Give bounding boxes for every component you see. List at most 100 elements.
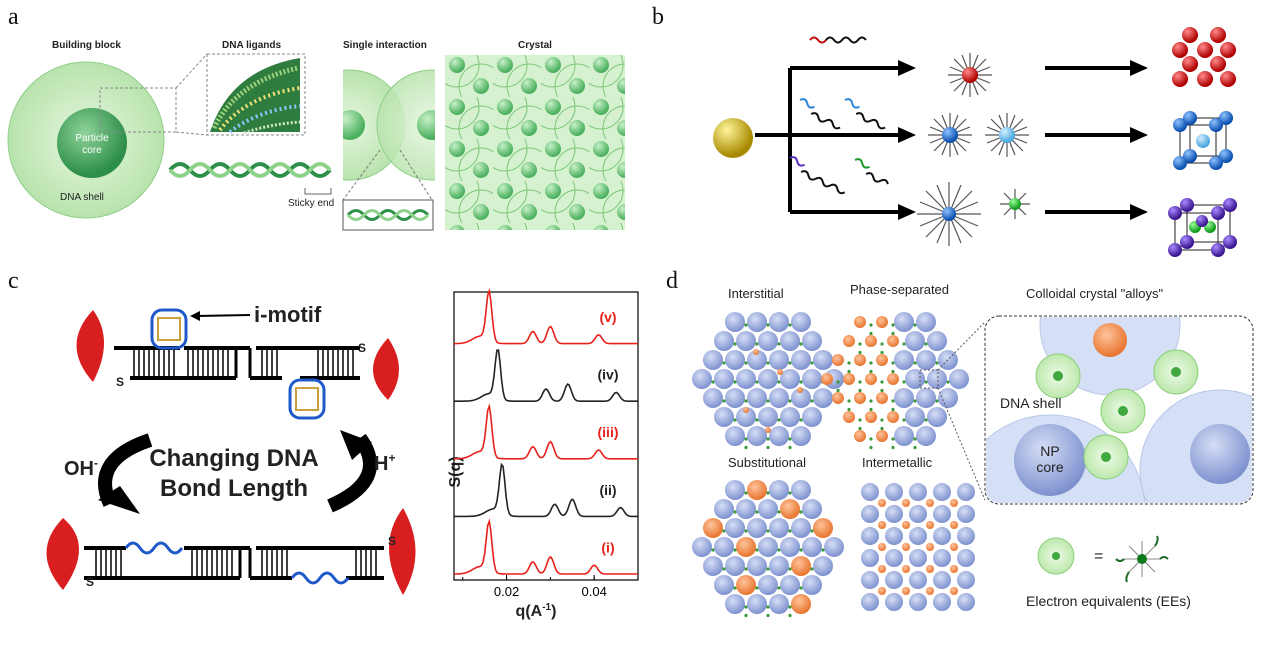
orange-particle bbox=[703, 518, 723, 538]
ee-dot bbox=[880, 350, 884, 355]
ee-dot bbox=[891, 437, 895, 441]
np-particle bbox=[813, 556, 833, 576]
ee-dot bbox=[744, 613, 748, 618]
np-particle bbox=[769, 426, 789, 446]
orange-particle bbox=[950, 521, 958, 529]
np-particle bbox=[909, 527, 927, 545]
np-particle bbox=[894, 426, 914, 446]
ee-dot bbox=[777, 510, 781, 514]
ee-dot bbox=[722, 399, 726, 403]
zoom-box bbox=[99, 87, 177, 133]
ee-dot bbox=[744, 361, 748, 365]
orange-particle bbox=[950, 543, 958, 551]
ee-dot bbox=[880, 426, 884, 431]
h-label: H+ bbox=[374, 451, 395, 475]
ee-dot bbox=[891, 445, 895, 450]
ee-dot bbox=[722, 361, 726, 365]
np-particle bbox=[861, 593, 879, 611]
orange-particle bbox=[736, 537, 756, 557]
np-particle bbox=[725, 594, 745, 614]
ee-dot bbox=[821, 548, 825, 552]
oh-label: OH- bbox=[64, 456, 98, 480]
ee-dot bbox=[891, 369, 895, 374]
ee-dot bbox=[766, 399, 770, 403]
ee-dot bbox=[788, 567, 792, 571]
blue-lattice bbox=[1173, 111, 1233, 170]
np-particle bbox=[736, 499, 756, 519]
np-particle bbox=[957, 549, 975, 567]
curve-2 bbox=[454, 462, 638, 518]
gold-surface-top-right bbox=[373, 338, 399, 400]
np-particle bbox=[758, 407, 778, 427]
ee-dot bbox=[869, 407, 873, 412]
np-particle bbox=[758, 369, 778, 389]
ee-dot bbox=[755, 380, 759, 384]
ee-dot bbox=[847, 361, 851, 365]
unfolded-strand-1 bbox=[124, 541, 184, 555]
panel-d: Interstitial Phase-separated Colloidal c… bbox=[692, 282, 1254, 618]
np-particle bbox=[927, 407, 947, 427]
dna-shell-label: DNA shell bbox=[60, 192, 104, 203]
ee-dot bbox=[711, 380, 715, 384]
chart-ylabel: S(q) bbox=[447, 456, 464, 487]
np-particle bbox=[791, 518, 811, 538]
x-tick-label: 0.02 bbox=[494, 584, 519, 599]
np-particle bbox=[885, 527, 903, 545]
orange-particle bbox=[878, 587, 886, 595]
ee-dot bbox=[777, 342, 781, 346]
ee-dot bbox=[788, 323, 792, 327]
ee-dot bbox=[755, 586, 759, 590]
np-particle bbox=[791, 388, 811, 408]
ee-dot bbox=[766, 445, 770, 450]
ee-dot bbox=[880, 342, 884, 346]
np-particle bbox=[802, 499, 822, 519]
np-particle bbox=[725, 518, 745, 538]
ee-dot bbox=[869, 399, 873, 403]
np-particle bbox=[747, 350, 767, 370]
ee-dot bbox=[788, 613, 792, 618]
np-particle bbox=[758, 331, 778, 351]
np-particle bbox=[758, 537, 778, 557]
np-particle bbox=[714, 575, 734, 595]
ee-dot bbox=[869, 323, 873, 327]
ee-dot bbox=[733, 586, 737, 590]
header-building-block: Building block bbox=[52, 40, 121, 51]
s-label-top-right: S bbox=[358, 341, 366, 355]
np-particle bbox=[780, 407, 800, 427]
orange-particle bbox=[865, 373, 877, 385]
orange-particle bbox=[926, 565, 934, 573]
ee-dot bbox=[766, 613, 770, 618]
np-particle bbox=[747, 388, 767, 408]
ee-dot bbox=[788, 399, 792, 403]
ee-dot bbox=[744, 323, 748, 327]
ee-dot bbox=[777, 548, 781, 552]
np-particle bbox=[714, 369, 734, 389]
header-phase-separated: Phase-separated bbox=[850, 282, 949, 297]
np-core-label-2: core bbox=[1036, 459, 1063, 475]
ee-dot bbox=[913, 323, 917, 327]
curve-label: (v) bbox=[599, 309, 616, 325]
np-particle bbox=[957, 571, 975, 589]
panel-a: Building block DNA ligands Single intera… bbox=[7, 40, 625, 231]
np-particle bbox=[957, 527, 975, 545]
ee-dot bbox=[891, 331, 895, 336]
np-particle bbox=[769, 594, 789, 614]
orange-particle bbox=[736, 575, 756, 595]
ee-dot bbox=[880, 380, 884, 384]
np-particle bbox=[861, 571, 879, 589]
np-particle bbox=[916, 388, 936, 408]
ee-dot bbox=[858, 388, 862, 393]
s-label-top-left: S bbox=[116, 375, 124, 389]
ee-dot bbox=[755, 342, 759, 346]
np-particle bbox=[769, 518, 789, 538]
np-particle bbox=[933, 593, 951, 611]
np-particle bbox=[909, 483, 927, 501]
orange-particle bbox=[791, 594, 811, 614]
ee-dot bbox=[755, 510, 759, 514]
np-particle bbox=[933, 505, 951, 523]
orange-particle bbox=[887, 335, 899, 347]
ee-dot bbox=[777, 586, 781, 590]
np-particle bbox=[780, 369, 800, 389]
np-particle bbox=[916, 312, 936, 332]
